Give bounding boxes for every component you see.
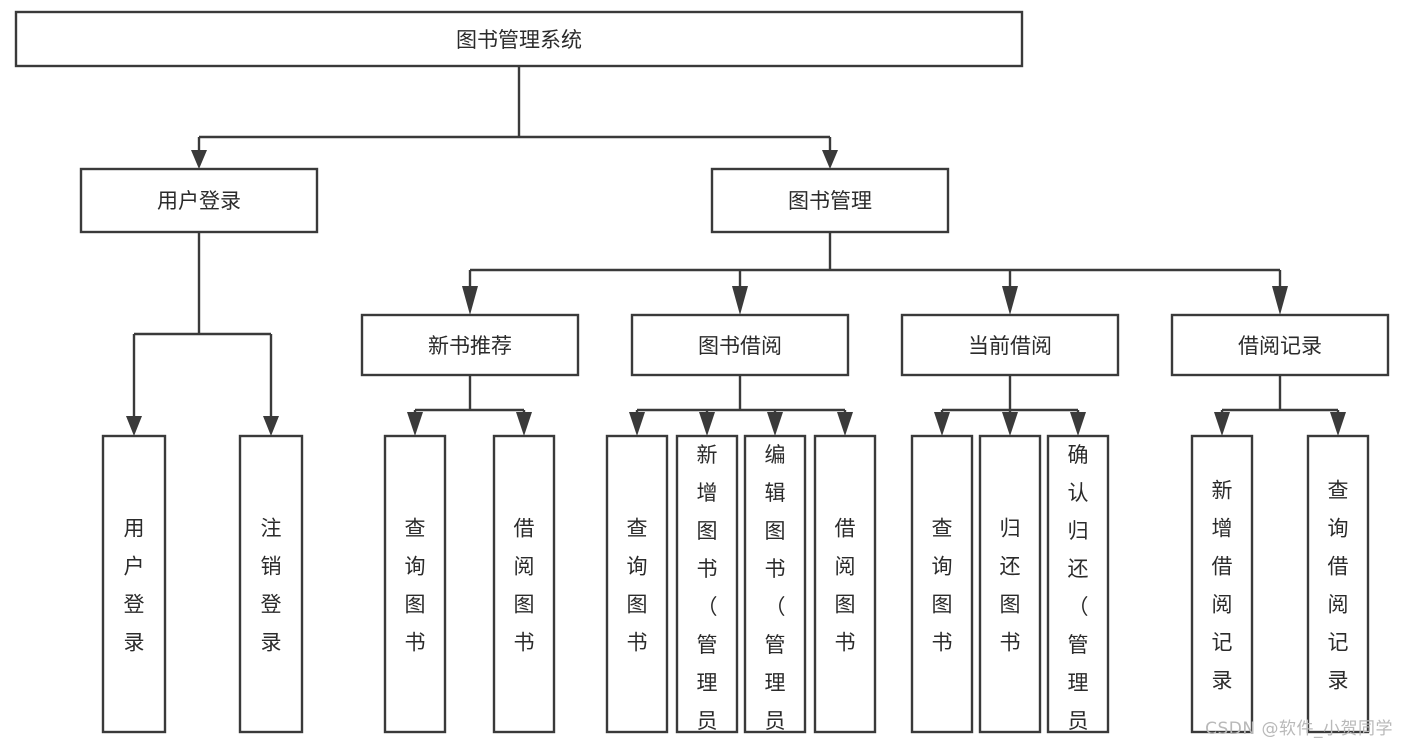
node-current-borrow-box[interactable] — [900, 313, 1120, 377]
node-root-label: 图书管理系统 — [456, 28, 582, 52]
leaf-query-book-2-label: 查询图书 — [627, 516, 648, 654]
leaf-query-record[interactable]: 查询借阅记录 — [1306, 434, 1370, 734]
leaf-user-login[interactable]: 用户登录 — [101, 434, 167, 734]
leaf-logout-login-box[interactable] — [238, 434, 304, 734]
node-book-management-box[interactable] — [710, 167, 950, 234]
leaf-return-book[interactable]: 归还图书 — [978, 434, 1042, 734]
leaf-query-book-3-label: 查询图书 — [932, 516, 953, 654]
leaf-add-book-label: 新增图书（管理员） — [697, 443, 718, 747]
leaf-logout-login[interactable]: 注销登录 — [238, 434, 304, 734]
arrow-br-leaf-1 — [1214, 412, 1230, 436]
arrow-bb-leaf-2 — [699, 412, 715, 436]
leaf-add-record-label: 新增借阅记录 — [1212, 478, 1233, 692]
leaf-query-book-2[interactable]: 查询图书 — [605, 434, 669, 734]
node-root[interactable]: 图书管理系统 — [14, 10, 1024, 68]
arrow-cb-leaf-3 — [1070, 412, 1086, 436]
arrow-root-to-user-login — [191, 150, 207, 169]
leaf-query-book-3-box[interactable] — [910, 434, 974, 734]
node-book-borrow[interactable]: 图书借阅 — [630, 313, 850, 377]
arrow-cb-leaf-1 — [934, 412, 950, 436]
arrow-bm-to-borrow-record — [1272, 286, 1288, 315]
leaf-query-book-1-label: 查询图书 — [405, 516, 426, 654]
node-book-borrow-label: 图书借阅 — [698, 334, 782, 358]
arrow-br-leaf-2 — [1330, 412, 1346, 436]
node-current-borrow-label: 当前借阅 — [968, 334, 1052, 358]
leaf-add-book-box[interactable] — [675, 434, 739, 734]
arrow-nbr-leaf-2 — [516, 412, 532, 436]
leaf-edit-book-box[interactable] — [743, 434, 807, 734]
leaf-borrow-book-1[interactable]: 借阅图书 — [492, 434, 556, 734]
arrow-cb-leaf-2 — [1002, 412, 1018, 436]
arrow-bm-to-current-borrow — [1002, 286, 1018, 315]
arrow-bb-leaf-4 — [837, 412, 853, 436]
node-current-borrow[interactable]: 当前借阅 — [900, 313, 1120, 377]
leaf-add-record[interactable]: 新增借阅记录 — [1190, 434, 1254, 734]
node-borrow-record-box[interactable] — [1170, 313, 1390, 377]
leaf-return-book-box[interactable] — [978, 434, 1042, 734]
node-user-login-box[interactable] — [79, 167, 319, 234]
arrow-root-to-book-management — [822, 150, 838, 169]
leaf-confirm-return-box[interactable] — [1046, 434, 1110, 734]
leaf-edit-book-label: 编辑图书（管理员） — [765, 443, 786, 747]
connectors-book-management — [462, 232, 1288, 315]
node-user-login-label: 用户登录 — [157, 189, 241, 213]
leaf-borrow-book-2-box[interactable] — [813, 434, 877, 734]
leaf-borrow-book-1-box[interactable] — [492, 434, 556, 734]
node-book-management-label: 图书管理 — [788, 189, 872, 213]
connectors-borrow-record — [1214, 375, 1346, 436]
leaf-query-book-2-box[interactable] — [605, 434, 669, 734]
leaf-user-login-box[interactable] — [101, 434, 167, 734]
leaf-add-book[interactable]: 新增图书（管理员） — [675, 434, 739, 747]
leaf-confirm-return[interactable]: 确认归还（管理员） — [1046, 434, 1110, 747]
leaf-query-book-1-box[interactable] — [383, 434, 447, 734]
leaf-edit-book[interactable]: 编辑图书（管理员） — [743, 434, 807, 747]
leaf-logout-login-label: 注销登录 — [261, 516, 282, 654]
node-new-book-recommend-label: 新书推荐 — [428, 334, 512, 358]
node-new-book-recommend[interactable]: 新书推荐 — [360, 313, 580, 377]
connectors-user-login — [126, 232, 279, 436]
leaf-return-book-label: 归还图书 — [1000, 516, 1021, 654]
connectors-new-book-recommend — [407, 375, 532, 436]
node-borrow-record[interactable]: 借阅记录 — [1170, 313, 1390, 377]
leaf-borrow-book-1-label: 借阅图书 — [514, 516, 535, 654]
arrow-bm-to-new-book — [462, 286, 478, 315]
connectors-current-borrow — [934, 375, 1086, 436]
leaf-query-record-label: 查询借阅记录 — [1328, 478, 1349, 692]
leaf-borrow-book-2[interactable]: 借阅图书 — [813, 434, 877, 734]
node-user-login[interactable]: 用户登录 — [79, 167, 319, 234]
leaf-user-login-label: 用户登录 — [124, 516, 145, 654]
connectors-root — [191, 66, 838, 169]
arrow-bm-to-book-borrow — [732, 286, 748, 315]
node-borrow-record-label: 借阅记录 — [1238, 334, 1322, 358]
node-book-management[interactable]: 图书管理 — [710, 167, 950, 234]
arrow-nbr-leaf-1 — [407, 412, 423, 436]
leaf-confirm-return-label: 确认归还（管理员） — [1068, 443, 1089, 747]
leaf-query-book-3[interactable]: 查询图书 — [910, 434, 974, 734]
arrow-bb-leaf-3 — [767, 412, 783, 436]
arrow-user-login-leaf-1 — [126, 416, 142, 436]
leaf-add-record-box[interactable] — [1190, 434, 1254, 734]
csdn-watermark: CSDN @软件_小贺同学 — [1205, 719, 1393, 739]
node-new-book-recommend-box[interactable] — [360, 313, 580, 377]
connectors-book-borrow — [629, 375, 853, 436]
arrow-bb-leaf-1 — [629, 412, 645, 436]
arrow-user-login-leaf-2 — [263, 416, 279, 436]
leaf-query-record-box[interactable] — [1306, 434, 1370, 734]
node-root-box[interactable] — [14, 10, 1024, 68]
leaf-query-book-1[interactable]: 查询图书 — [383, 434, 447, 734]
node-book-borrow-box[interactable] — [630, 313, 850, 377]
leaf-borrow-book-2-label: 借阅图书 — [835, 516, 856, 654]
